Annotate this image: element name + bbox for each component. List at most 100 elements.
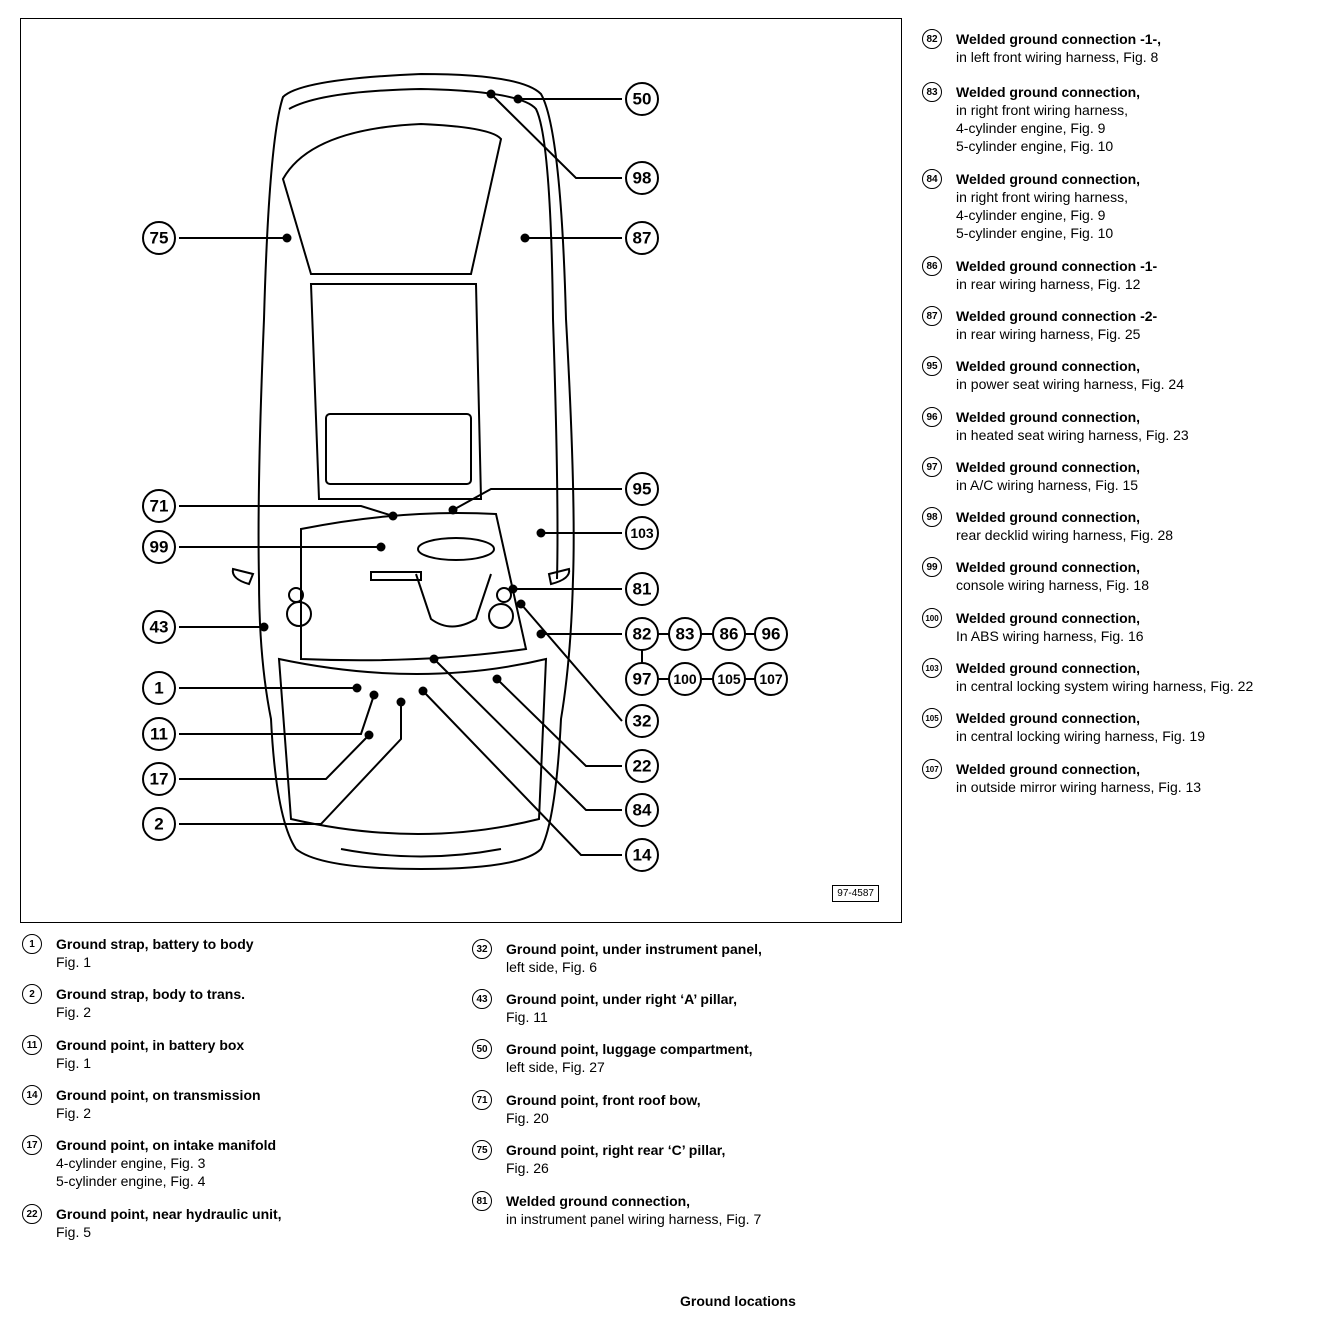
legend-item-103: 103 Welded ground connection, in central l… bbox=[922, 658, 1254, 695]
legend-number: 96 bbox=[922, 407, 942, 427]
legend-title: Welded ground connection, bbox=[956, 610, 1141, 626]
ground-point-dot-98 bbox=[486, 89, 496, 99]
legend-number: 105 bbox=[922, 708, 942, 728]
legend-number: 75 bbox=[472, 1140, 492, 1160]
legend-item-86: 86 Welded ground connection -1- in rear wi… bbox=[922, 256, 1158, 293]
leader-line-32 bbox=[520, 603, 623, 722]
callout-label: 1 bbox=[154, 679, 163, 698]
callout-label: 107 bbox=[759, 671, 783, 687]
legend-title: Welded ground connection, bbox=[956, 171, 1141, 187]
ground-point-dot-1 bbox=[352, 683, 362, 693]
ground-point-dot-50 bbox=[513, 94, 523, 104]
legend-desc: 5-cylinder engine, Fig. 10 bbox=[956, 138, 1114, 154]
legend-title: Ground point, in battery box bbox=[56, 1037, 245, 1053]
ground-point-dot-32 bbox=[516, 599, 526, 609]
legend-title: Welded ground connection -1- bbox=[956, 258, 1158, 274]
callout-107: 107 bbox=[754, 662, 788, 696]
legend-desc: in rear wiring harness, Fig. 12 bbox=[956, 276, 1141, 292]
callout-label: 86 bbox=[720, 625, 739, 644]
ground-point-dot-11 bbox=[369, 690, 379, 700]
callout-label: 99 bbox=[150, 538, 169, 557]
legend-number: 87 bbox=[922, 306, 942, 326]
legend-desc: Fig. 1 bbox=[56, 954, 92, 970]
legend-number: 82 bbox=[922, 29, 942, 49]
callout-11: 11 bbox=[142, 717, 176, 751]
callout-label: 17 bbox=[150, 770, 169, 789]
ground-point-dot-14 bbox=[418, 686, 428, 696]
callout-22: 22 bbox=[625, 749, 659, 783]
legend-number: 107 bbox=[922, 759, 942, 779]
legend-title: Welded ground connection, bbox=[956, 660, 1141, 676]
legend-number: 32 bbox=[472, 939, 492, 959]
callout-label: 105 bbox=[717, 671, 741, 687]
legend-number: 97 bbox=[922, 457, 942, 477]
legend-number: 14 bbox=[22, 1085, 42, 1105]
legend-desc: Fig. 11 bbox=[506, 1009, 548, 1025]
legend-title: Welded ground connection, bbox=[956, 710, 1141, 726]
legend-title: Welded ground connection, bbox=[506, 1193, 691, 1209]
legend-desc: left side, Fig. 6 bbox=[506, 959, 598, 975]
legend-desc: rear decklid wiring harness, Fig. 28 bbox=[956, 527, 1174, 543]
callout-96: 96 bbox=[754, 617, 788, 651]
callout-label: 95 bbox=[633, 480, 652, 499]
legend-title: Ground point, under instrument panel, bbox=[506, 941, 762, 957]
callout-43: 43 bbox=[142, 610, 176, 644]
callout-50: 50 bbox=[625, 82, 659, 116]
legend-title: Welded ground connection -1-, bbox=[956, 31, 1162, 47]
callout-99: 99 bbox=[142, 530, 176, 564]
legend-number: 95 bbox=[922, 356, 942, 376]
legend-number: 99 bbox=[922, 557, 942, 577]
callout-1: 1 bbox=[142, 671, 176, 705]
legend-title: Welded ground connection -2- bbox=[956, 308, 1158, 324]
callout-label: 32 bbox=[633, 712, 652, 731]
leader-line-71 bbox=[179, 505, 394, 517]
legend-title: Ground point, under right ‘A’ pillar, bbox=[506, 991, 737, 1007]
legend-number: 103 bbox=[922, 658, 942, 678]
legend-title: Welded ground connection, bbox=[956, 761, 1141, 777]
legend-number: 11 bbox=[22, 1035, 42, 1055]
legend-desc: 5-cylinder engine, Fig. 4 bbox=[56, 1173, 206, 1189]
legend-title: Welded ground connection, bbox=[956, 459, 1141, 475]
figure-caption: Ground locations bbox=[680, 1293, 796, 1309]
callout-105: 105 bbox=[712, 662, 746, 696]
ground-point-dot-17 bbox=[364, 730, 374, 740]
callout-87: 87 bbox=[625, 221, 659, 255]
callout-label: 103 bbox=[630, 525, 654, 541]
legend-title: Ground point, near hydraulic unit, bbox=[56, 1206, 282, 1222]
legend-desc: in central locking system wiring harness… bbox=[956, 678, 1254, 694]
legend-number: 86 bbox=[922, 256, 942, 276]
callout-label: 98 bbox=[633, 169, 652, 188]
legend-title: Welded ground connection, bbox=[956, 84, 1141, 100]
legend-desc: 4-cylinder engine, Fig. 9 bbox=[956, 207, 1106, 223]
callout-82: 82 bbox=[625, 617, 659, 651]
callout-97: 97 bbox=[625, 662, 659, 696]
ground-point-dot-2 bbox=[396, 697, 406, 707]
legend-desc: in left front wiring harness, Fig. 8 bbox=[956, 49, 1159, 65]
legend-number: 22 bbox=[22, 1204, 42, 1224]
callout-100: 100 bbox=[668, 662, 702, 696]
legend-desc: 5-cylinder engine, Fig. 10 bbox=[956, 225, 1114, 241]
callout-95: 95 bbox=[625, 472, 659, 506]
callout-label: 43 bbox=[150, 618, 169, 637]
callout-32: 32 bbox=[625, 704, 659, 738]
legend-desc: 4-cylinder engine, Fig. 9 bbox=[956, 120, 1106, 136]
legend-number: 1 bbox=[22, 934, 42, 954]
callout-label: 81 bbox=[633, 580, 652, 599]
car-top-view-outline bbox=[231, 72, 575, 871]
callout-label: 87 bbox=[633, 229, 652, 248]
legend-desc: Fig. 5 bbox=[56, 1224, 92, 1240]
